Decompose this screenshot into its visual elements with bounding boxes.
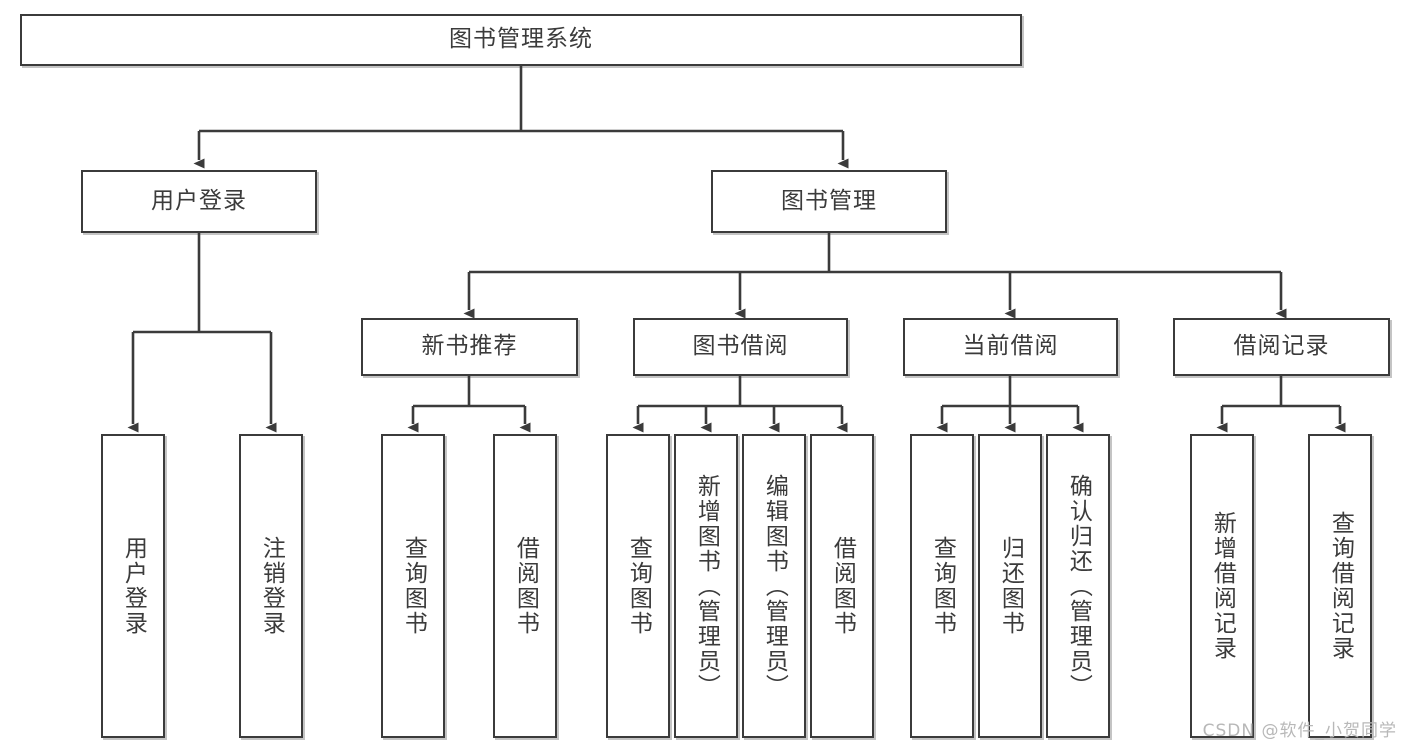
leaf-user-logout-label: 注销登录 xyxy=(258,536,285,636)
leaf-current-confirm-return-admin[interactable]: 确认归还（管理员） xyxy=(1046,434,1110,738)
leaf-borrow-add-book-admin[interactable]: 新增图书（管理员） xyxy=(674,434,738,738)
leaf-recommend-query-book[interactable]: 查询图书 xyxy=(381,434,445,738)
leaf-user-logout[interactable]: 注销登录 xyxy=(239,434,303,738)
leaf-recommend-query-book-label: 查询图书 xyxy=(400,536,427,636)
node-current-borrow[interactable]: 当前借阅 xyxy=(903,318,1118,376)
leaf-record-query-record-label: 查询借阅记录 xyxy=(1327,511,1354,661)
leaf-borrow-edit-book-admin[interactable]: 编辑图书（管理员） xyxy=(742,434,806,738)
leaf-record-add-record-label: 新增借阅记录 xyxy=(1209,511,1236,661)
leaf-borrow-query-book-label: 查询图书 xyxy=(625,536,652,636)
leaf-current-query-book[interactable]: 查询图书 xyxy=(910,434,974,738)
node-borrow-record-label: 借阅记录 xyxy=(1233,333,1330,360)
leaf-recommend-borrow-book[interactable]: 借阅图书 xyxy=(493,434,557,738)
watermark: CSDN @软件_小贺同学 xyxy=(1202,721,1397,741)
leaf-user-login[interactable]: 用户登录 xyxy=(101,434,165,738)
leaf-record-query-record[interactable]: 查询借阅记录 xyxy=(1308,434,1372,738)
leaf-borrow-borrow-book-label: 借阅图书 xyxy=(829,536,856,636)
node-book-borrow[interactable]: 图书借阅 xyxy=(633,318,848,376)
node-current-borrow-label: 当前借阅 xyxy=(962,333,1059,360)
node-new-book-recommend[interactable]: 新书推荐 xyxy=(361,318,578,376)
node-root[interactable]: 图书管理系统 xyxy=(20,14,1022,66)
node-user-login[interactable]: 用户登录 xyxy=(81,170,317,233)
leaf-borrow-query-book[interactable]: 查询图书 xyxy=(606,434,670,738)
leaf-borrow-add-book-admin-label: 新增图书（管理员） xyxy=(693,473,720,699)
leaf-current-return-book[interactable]: 归还图书 xyxy=(978,434,1042,738)
leaf-current-confirm-return-admin-label: 确认归还（管理员） xyxy=(1065,473,1092,699)
node-book-borrow-label: 图书借阅 xyxy=(692,333,789,360)
node-borrow-record[interactable]: 借阅记录 xyxy=(1173,318,1390,376)
node-user-login-label: 用户登录 xyxy=(151,187,247,214)
node-book-management-label: 图书管理 xyxy=(781,187,877,214)
leaf-user-login-label: 用户登录 xyxy=(120,536,147,636)
leaf-record-add-record[interactable]: 新增借阅记录 xyxy=(1190,434,1254,738)
leaf-current-query-book-label: 查询图书 xyxy=(929,536,956,636)
leaf-borrow-edit-book-admin-label: 编辑图书（管理员） xyxy=(761,473,788,699)
leaf-borrow-borrow-book[interactable]: 借阅图书 xyxy=(810,434,874,738)
node-new-book-recommend-label: 新书推荐 xyxy=(421,333,518,360)
leaf-recommend-borrow-book-label: 借阅图书 xyxy=(512,536,539,636)
node-root-label: 图书管理系统 xyxy=(449,26,593,53)
leaf-current-return-book-label: 归还图书 xyxy=(997,536,1024,636)
node-book-management[interactable]: 图书管理 xyxy=(711,170,947,233)
